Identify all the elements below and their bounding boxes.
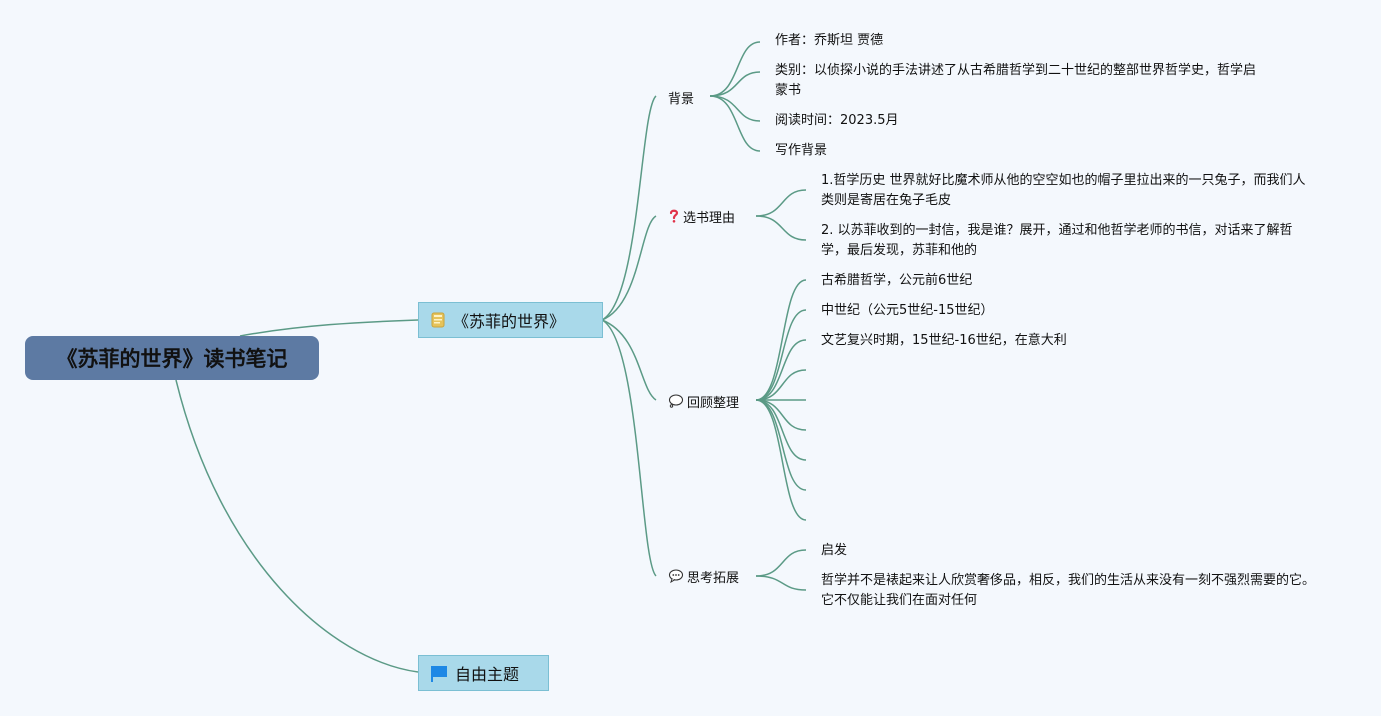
branch-background-label: 背景 [668,91,695,107]
leaf-writing-background[interactable]: 写作背景 [775,143,828,158]
flag-icon [429,663,449,683]
branch-thinking-label: 思考拓展 [687,570,740,586]
leaf-reason-1[interactable]: 1.哲学历史 世界就好比魔术师从他的空空如也的帽子里拉出来的一只兔子，而我们人类… [821,173,1306,208]
branch-reason[interactable]: 选书理由 [668,206,735,226]
leaf-review-3[interactable]: 文艺复兴时期，15世纪-16世纪，在意大利 [821,333,1067,348]
root-topic[interactable]: 《苏菲的世界》读书笔记 [25,336,319,380]
branch-thinking[interactable]: 思考拓展 [668,566,739,586]
topic-sophies-world-label: 《苏菲的世界》 [453,312,566,331]
speech-bubble-icon [668,569,684,583]
leaf-reason-2[interactable]: 2. 以苏菲收到的一封信，我是谁？展开，通过和他哲学老师的书信，对话来了解哲学，… [821,223,1293,258]
branch-review-label: 回顾整理 [687,395,740,411]
leaf-thinking-2[interactable]: 哲学并不是裱起来让人欣赏奢侈品，相反，我们的生活从来没有一刻不强烈需要的它。它不… [821,573,1316,608]
thought-bubble-icon [668,394,684,408]
topic-free-label: 自由主题 [455,665,520,684]
leaf-author[interactable]: 作者：乔斯坦 贾德 [775,33,884,48]
leaf-reading-time[interactable]: 阅读时间：2023.5月 [775,113,899,128]
leaf-category[interactable]: 类别：以侦探小说的手法讲述了从古希腊哲学到二十世纪的整部世界哲学史，哲学启蒙书 [775,63,1257,98]
leaf-review-1[interactable]: 古希腊哲学，公元前6世纪 [821,273,973,288]
book-icon [429,311,447,329]
branch-review[interactable]: 回顾整理 [668,391,739,411]
leaf-thinking-1[interactable]: 启发 [821,543,848,558]
question-mark-icon [668,209,680,223]
root-topic-label: 《苏菲的世界》读书笔记 [56,347,288,371]
topic-sophies-world[interactable]: 《苏菲的世界》 [418,302,603,338]
branch-reason-label: 选书理由 [683,210,736,226]
branch-background[interactable]: 背景 [668,87,694,107]
topic-free[interactable]: 自由主题 [418,655,549,691]
leaf-review-2[interactable]: 中世纪（公元5世纪-15世纪） [821,303,994,318]
